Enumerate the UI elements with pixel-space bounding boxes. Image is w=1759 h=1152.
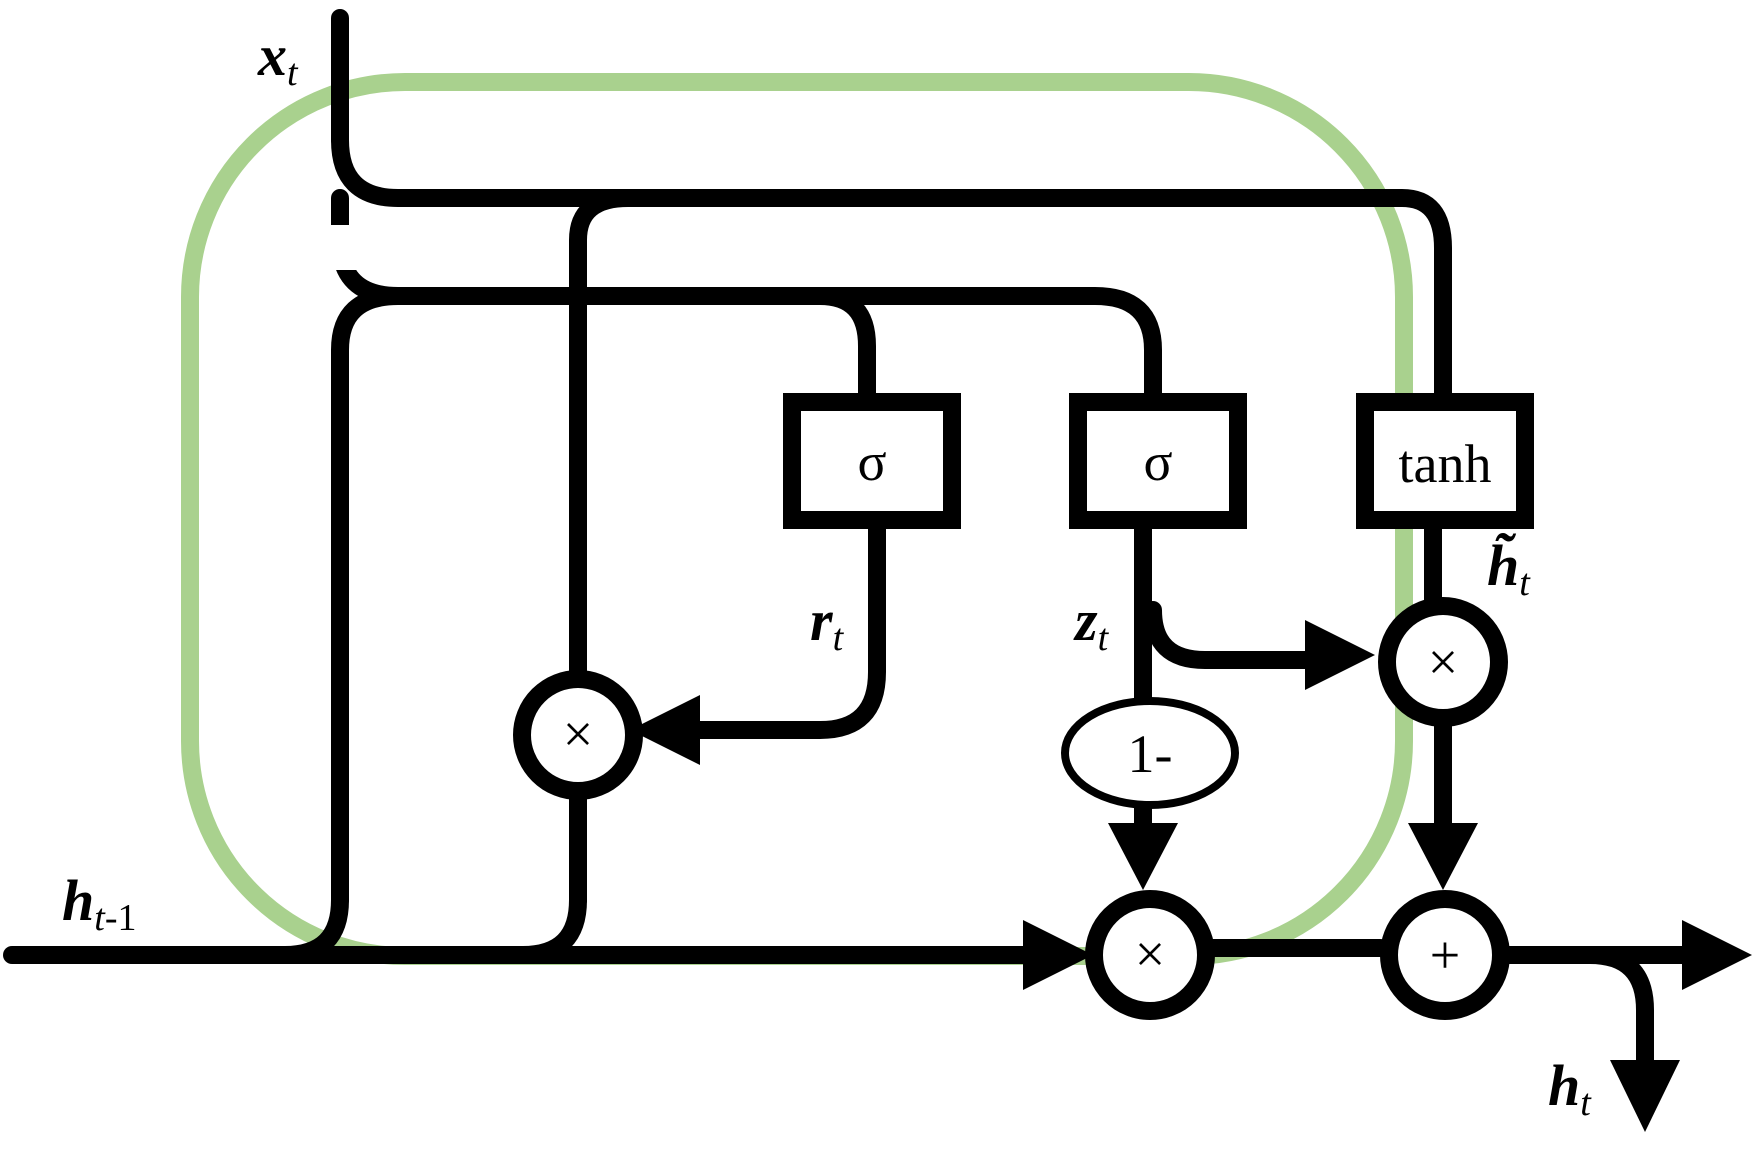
state-multiply-node: × (1085, 890, 1215, 1020)
arrow-h-output-down (1610, 1060, 1680, 1132)
reset-multiply-symbol: × (563, 704, 593, 764)
update-gate-box (1069, 393, 1247, 529)
update-gate-output-label: zt (1073, 588, 1110, 659)
h-output-down-line (1581, 946, 1654, 1074)
one-minus-ellipse (1061, 697, 1239, 809)
arrow-h-output-right (1682, 920, 1752, 990)
arrow-into-reset-multiply (630, 695, 700, 765)
reset-gate: σ (783, 393, 961, 529)
candidate-multiply-node: × (1378, 597, 1508, 727)
reset-gate-label: σ (857, 432, 886, 492)
arrow-from-one-minus (1108, 823, 1178, 890)
candidate-gate-label: tanh (1399, 434, 1492, 494)
h-prev-to-candidate-bus-line (569, 189, 637, 909)
x-to-update-gate-bus (331, 189, 1162, 411)
h-prev-branch-curve-2 (514, 891, 587, 964)
update-gate-to-candidate-multiply-line (1144, 601, 1329, 669)
candidate-output-label: h̃t (1487, 533, 1531, 604)
one-minus-node: 1- (1061, 697, 1239, 809)
update-gate-label: σ (1143, 432, 1172, 492)
x-to-tanh-bus (331, 131, 1452, 411)
x-input-label: xt (257, 23, 299, 94)
h-prev-to-bus-line (331, 287, 407, 909)
arrow-into-candidate-multiply (1305, 620, 1375, 690)
add-node: + (1380, 890, 1510, 1020)
candidate-multiply-circle (1378, 597, 1508, 727)
reset-gate-output-label: rt (810, 588, 845, 659)
candidate-gate-box (1356, 393, 1534, 529)
update-gate: σ (1069, 393, 1247, 529)
arrow-into-add (1408, 823, 1478, 890)
candidate-gate: tanh (1356, 393, 1534, 529)
add-symbol: + (1430, 925, 1460, 985)
h-prev-branch-curve-1 (276, 891, 349, 964)
reset-multiply-node: × (513, 670, 643, 800)
state-multiply-circle (1085, 890, 1215, 1020)
one-minus-label: 1- (1128, 724, 1173, 784)
reset-gate-box (783, 393, 961, 529)
arrow-into-state-multiply (1023, 920, 1093, 990)
candidate-multiply-symbol: × (1428, 632, 1458, 692)
reset-gate-output-line (651, 511, 886, 739)
h-output-label: ht (1548, 1053, 1592, 1124)
reset-multiply-circle (513, 670, 643, 800)
state-multiply-symbol: × (1135, 924, 1165, 984)
add-circle (1380, 890, 1510, 1020)
h-prev-label: ht-1 (62, 868, 136, 939)
x-to-reset-gate-line (811, 287, 876, 411)
